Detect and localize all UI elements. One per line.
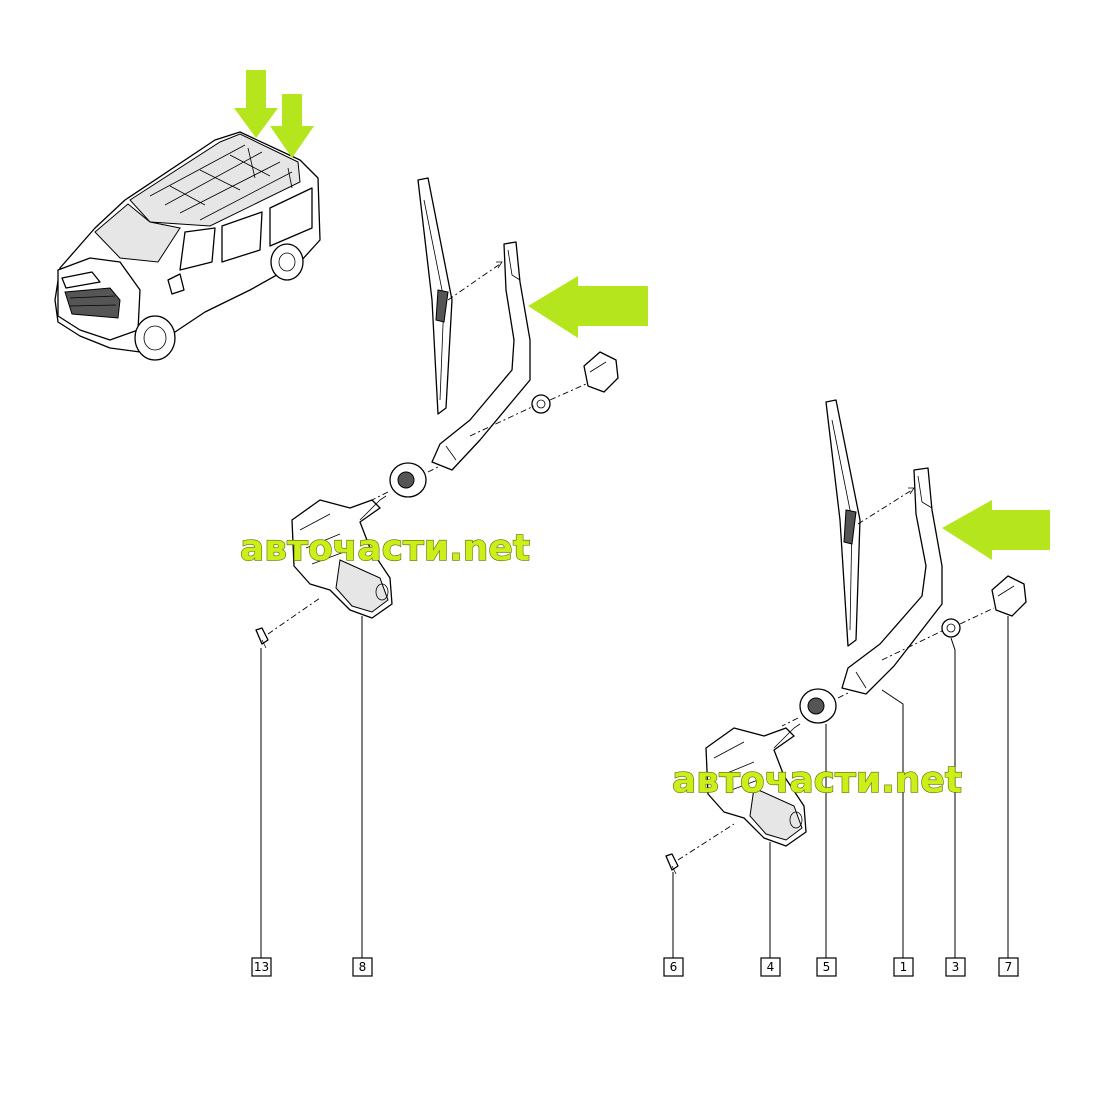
svg-text:4: 4 <box>767 960 775 974</box>
motor-bolt <box>255 627 269 649</box>
highlight-arrow-left-icon <box>528 276 648 338</box>
svg-text:7: 7 <box>1005 960 1013 974</box>
part-number-5: 5 <box>816 957 837 977</box>
svg-text:3: 3 <box>952 960 960 974</box>
seal-grommet <box>389 462 427 498</box>
svg-text:1: 1 <box>900 960 908 974</box>
highlight-arrow-down-icon <box>270 94 314 158</box>
wiper-arm <box>431 241 531 471</box>
part-number-7: 7 <box>998 957 1019 977</box>
part-number-4: 4 <box>760 957 781 977</box>
front-wiper-assembly <box>665 399 1050 958</box>
van-illustration <box>54 70 321 361</box>
watermark-text: авточасти.net <box>672 760 962 801</box>
wiper-blade <box>417 177 453 415</box>
svg-text:13: 13 <box>254 960 269 974</box>
motor-bolt <box>665 853 679 875</box>
highlight-arrow-left-icon <box>942 500 1050 560</box>
rear-wiper-assembly <box>255 177 648 958</box>
wiper-arm-cap <box>991 575 1027 617</box>
svg-text:8: 8 <box>359 960 367 974</box>
svg-text:6: 6 <box>670 960 678 974</box>
wiper-blade <box>825 399 861 647</box>
part-number-13: 13 <box>251 957 272 977</box>
wiper-nut <box>531 394 551 414</box>
part-number-6: 6 <box>663 957 684 977</box>
svg-text:5: 5 <box>823 960 831 974</box>
highlight-arrow-down-icon <box>234 70 278 138</box>
watermark-text: авточасти.net <box>240 528 530 569</box>
wiper-motor <box>705 723 807 847</box>
wiper-motor <box>291 495 393 619</box>
part-number-1: 1 <box>893 957 914 977</box>
part-number-8: 8 <box>352 957 373 977</box>
wiper-arm <box>841 467 943 695</box>
seal-grommet <box>799 688 837 724</box>
wiper-nut <box>941 618 961 638</box>
part-number-3: 3 <box>945 957 966 977</box>
wiper-arm-cap <box>583 351 619 393</box>
